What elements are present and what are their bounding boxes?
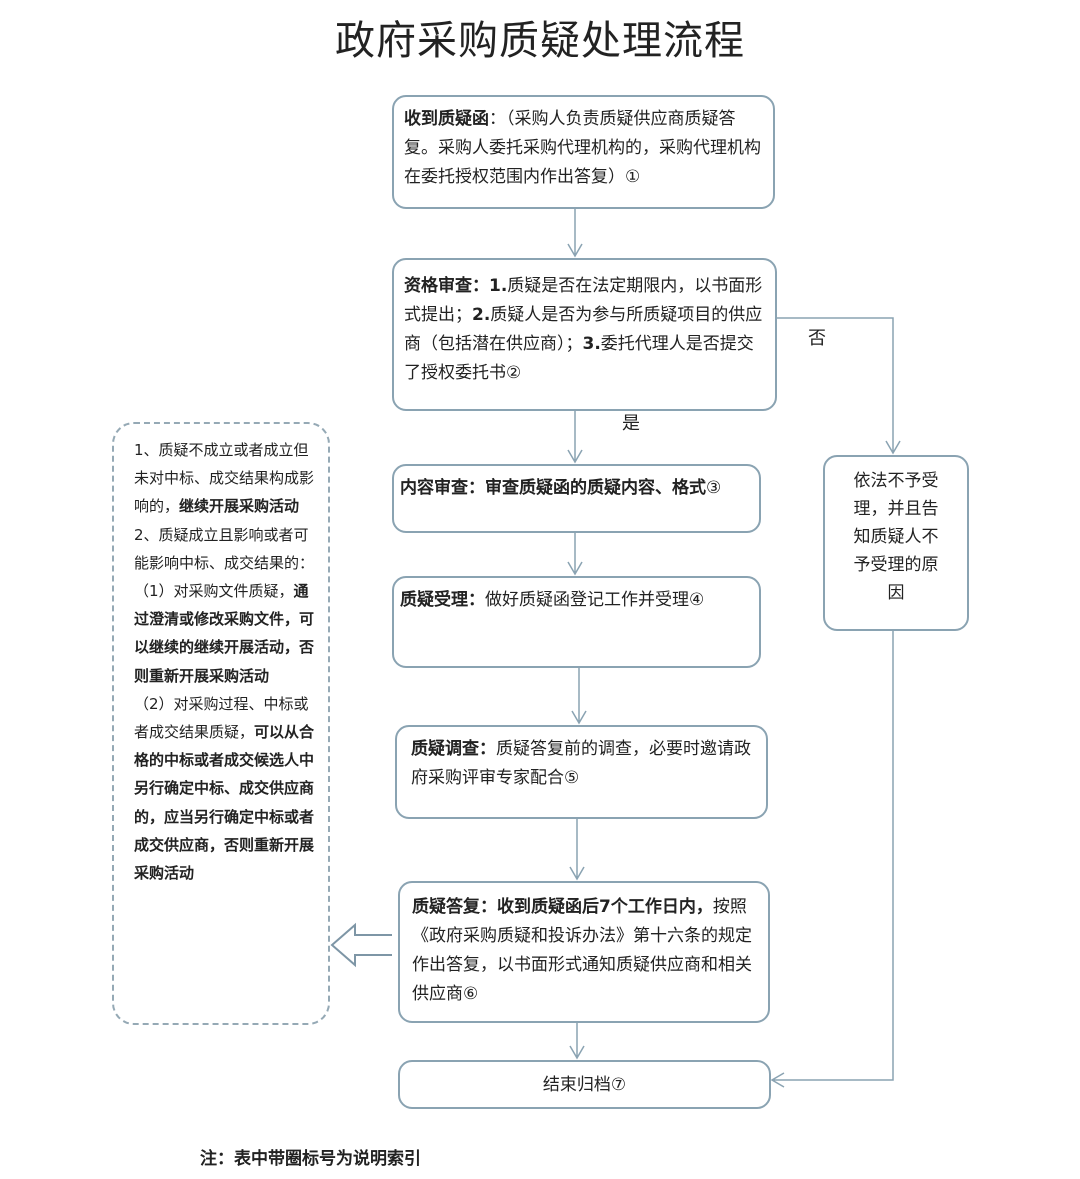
outcomes-box: 1、质疑不成立或者成立但未对中标、成交结果构成影响的，继续开展采购活动 2、质疑… xyxy=(112,422,330,1025)
arrow-qualification-to-content xyxy=(567,410,583,464)
text-segment: 收到质疑函 xyxy=(404,109,489,129)
text-segment: 资格审查： xyxy=(404,276,489,296)
arrow-content-to-accept xyxy=(567,532,583,576)
archive-box: 结束归档⑦ xyxy=(398,1060,771,1109)
text-segment: ③ xyxy=(706,478,722,498)
arrow-receive-to-qualification xyxy=(567,208,583,258)
text-segment: 依法不予受理，并且告知质疑人不予受理的原因 xyxy=(853,471,939,603)
reject-box: 依法不予受理，并且告知质疑人不予受理的原因 xyxy=(823,455,969,631)
text-segment: 继续开展采购活动 xyxy=(179,497,300,516)
arrow-reply-to-archive xyxy=(569,1022,585,1060)
yes-label: 是 xyxy=(622,413,640,434)
text-segment: 质疑调查： xyxy=(411,739,496,759)
text-segment: 委托代理人是否提交了授权委托书② xyxy=(404,334,754,383)
investigate-box: 质疑调查：质疑答复前的调查，必要时邀请政府采购评审专家配合⑤ xyxy=(395,725,768,819)
arrow-reject-to-archive xyxy=(770,630,894,1088)
receive-box: 收到质疑函：（采购人负责质疑供应商质疑答复。采购人委托采购代理机构的，采购代理机… xyxy=(392,95,775,209)
text-segment: 质疑答复：收到质疑函后7个工作日内， xyxy=(412,897,713,917)
text-segment: 可以从合格的中标或者成交候选人中另行确定中标、成交供应商的，应当另行确定中标或者… xyxy=(134,723,315,883)
text-segment: 质疑受理： xyxy=(400,590,485,610)
text-segment: ：（采购人负责质疑供应商质疑答复。采购人委托采购代理机构的，采购代理机构在委托授… xyxy=(404,109,761,187)
content-review-box: 内容审查：审查质疑函的质疑内容、格式③ xyxy=(392,464,761,533)
no-label: 否 xyxy=(808,328,826,349)
accept-box: 质疑受理：做好质疑函登记工作并受理④ xyxy=(392,576,761,668)
text-segment: 通过澄清或修改采购文件，可以继续的继续开展活动，否则重新开展采购活动 xyxy=(134,582,315,685)
arrow-investigate-to-reply xyxy=(569,818,585,881)
text-segment: 质疑是否在法定期限内，以书面形式提出； xyxy=(404,276,763,325)
text-segment: 3. xyxy=(582,334,601,354)
hollow-arrow-to-outcomes xyxy=(330,922,392,968)
text-segment: 1. xyxy=(489,276,508,296)
page-title: 政府采购质疑处理流程 xyxy=(335,18,745,64)
text-segment: 2、质疑成立且影响或者可能影响中标、成交结果的： （1）对采购文件质疑， xyxy=(134,525,315,601)
arrow-accept-to-investigate xyxy=(571,667,587,725)
text-segment: 做好质疑函登记工作并受理④ xyxy=(485,590,705,610)
text-segment: （2）对采购过程、中标或者成交结果质疑， xyxy=(134,694,309,742)
reply-box: 质疑答复：收到质疑函后7个工作日内，按照《政府采购质疑和投诉办法》第十六条的规定… xyxy=(398,881,770,1023)
text-segment: 2. xyxy=(472,305,491,325)
text-segment: 结束归档⑦ xyxy=(542,1075,627,1095)
text-segment: 质疑答复前的调查，必要时邀请政府采购评审专家配合⑤ xyxy=(411,739,751,788)
text-segment: 内容审查：审查质疑函的质疑内容、格式 xyxy=(400,478,706,498)
text-segment: 1、质疑不成立或者成立但未对中标、成交结果构成影响的， xyxy=(134,441,315,516)
text-segment: 质疑人是否为参与所质疑项目的供应商（包括潜在供应商）； xyxy=(404,305,763,354)
arrow-no-branch xyxy=(776,317,901,455)
footnote: 注：表中带圈标号为说明索引 xyxy=(200,1149,421,1169)
text-segment: 按照《政府采购质疑和投诉办法》第十六条的规定作出答复，以书面形式通知质疑供应商和… xyxy=(412,897,752,1004)
qualification-box: 资格审查：1.质疑是否在法定期限内，以书面形式提出；2.质疑人是否为参与所质疑项… xyxy=(392,258,777,411)
